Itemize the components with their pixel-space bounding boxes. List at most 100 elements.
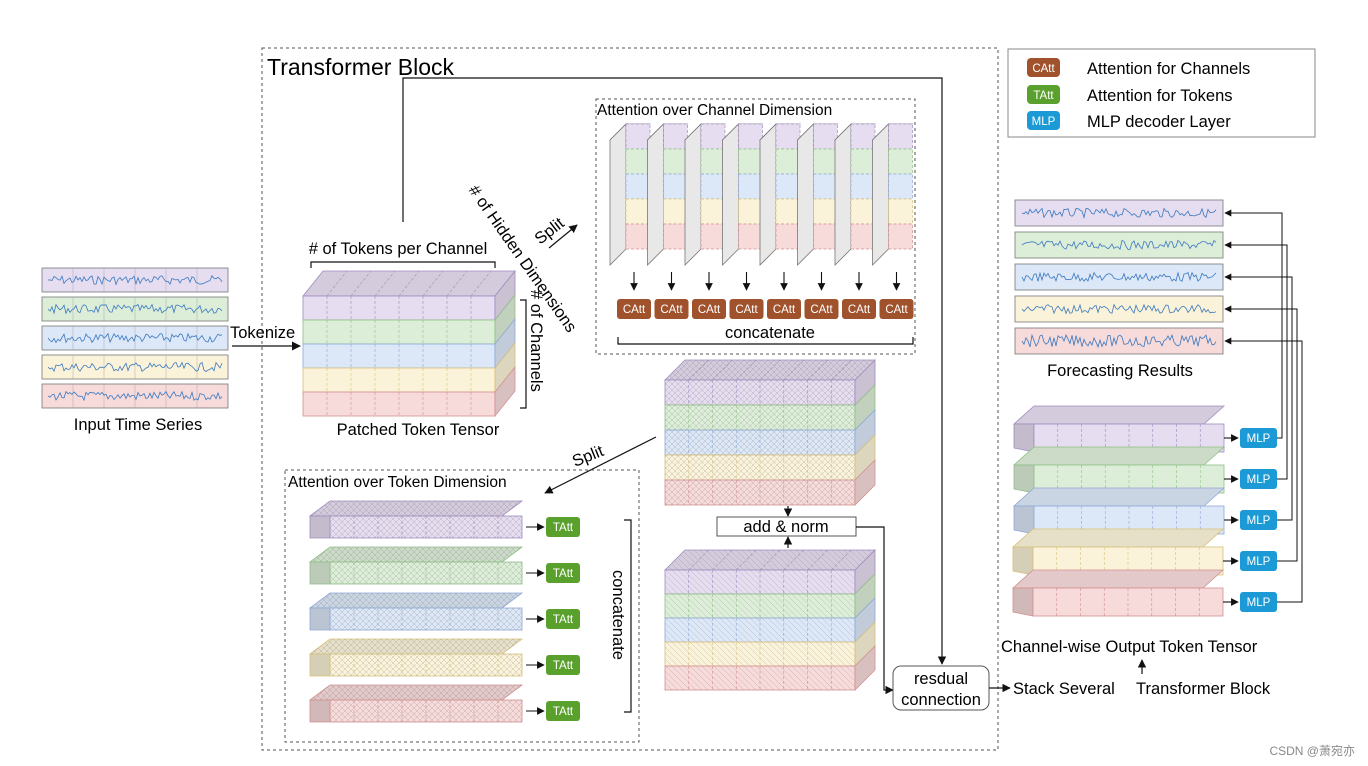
transformer-block-repeat-label: Transformer Block — [1136, 680, 1271, 698]
catt-badge — [879, 299, 914, 319]
mlp-to-forecast-connector — [1224, 209, 1283, 439]
channel-slice-side — [759, 123, 777, 266]
channel-slice-cell — [813, 198, 838, 225]
tatt-badge — [546, 701, 580, 721]
patched-tensor-top-divider — [470, 270, 492, 297]
channel-slice-cell — [775, 223, 801, 250]
channel-slice-cell — [625, 223, 651, 250]
token-slice-top-hatch — [310, 639, 522, 654]
catt-badge-text: CAtt — [773, 304, 796, 316]
channel-slice-side — [872, 123, 889, 266]
legend-mlp-label: MLP decoder Layer — [1087, 113, 1231, 131]
forecast-row — [1014, 327, 1224, 355]
residual-route — [402, 77, 947, 665]
output-tensor-side — [1013, 505, 1035, 535]
token-attended-tensor — [664, 549, 876, 691]
channel-slice-cell — [700, 223, 726, 250]
split-top-arrow — [548, 224, 578, 249]
tokens-per-channel-bracket — [310, 261, 496, 268]
catt-badge-text: CAtt — [698, 304, 721, 316]
residual-line2: connection — [901, 691, 981, 709]
channel-slice-cell — [813, 148, 838, 175]
tatt-badge — [546, 655, 580, 675]
legend-catt-badge-text: CAtt — [1032, 63, 1055, 75]
forecast-line — [1021, 271, 1217, 282]
channel-attention-frame — [595, 98, 916, 355]
token-slice-top-hatch — [310, 685, 522, 700]
catt-badge — [767, 299, 801, 319]
catt-badge-text: CAtt — [848, 304, 871, 316]
channel-slice-cell — [738, 148, 763, 175]
output-tensor-side — [1012, 587, 1034, 617]
catt-badge-text: CAtt — [885, 304, 908, 316]
concatenated-tensor — [664, 359, 876, 506]
channel-slice-cell — [775, 173, 801, 200]
token-attention-title: Attention over Token Dimension — [288, 474, 507, 491]
patched-tensor-top-divider — [446, 270, 468, 297]
forecast-line — [1021, 303, 1217, 315]
channel-slice-cell — [775, 198, 801, 225]
channel-attention-title: Attention over Channel Dimension — [597, 102, 832, 119]
input-series-line — [47, 361, 223, 373]
channel-slice-cell — [738, 123, 763, 150]
concatenate-top-label: concatenate — [725, 324, 815, 342]
split-top-label: Split — [531, 214, 568, 248]
catt-badge-text: CAtt — [735, 304, 758, 316]
mid-tensor-side — [854, 459, 876, 506]
channel-slice-cell — [888, 148, 913, 175]
mlp-badge-text: MLP — [1247, 556, 1271, 568]
stack-several-label: Stack Several — [1013, 680, 1115, 698]
token-slice-side — [309, 561, 331, 585]
legend-catt-label: Attention for Channels — [1087, 60, 1250, 78]
patched-tensor-top-divider — [350, 270, 372, 297]
catt-badge — [692, 299, 726, 319]
channel-slice-cell — [850, 198, 876, 225]
mlp-badge — [1240, 551, 1277, 571]
channel-slice-cell — [663, 123, 688, 150]
channel-slice-side — [684, 123, 702, 266]
channel-slice-cell — [663, 148, 688, 175]
channel-slice-side — [647, 123, 664, 266]
patched-tensor-top-divider — [398, 270, 420, 297]
mlp-badge-text: MLP — [1247, 515, 1271, 527]
channel-slice-cell — [700, 173, 726, 200]
channel-slice-cell — [813, 173, 838, 200]
legend-tatt-badge-text: TAtt — [1033, 90, 1054, 102]
low-tensor-side — [854, 645, 876, 691]
concatenate-side-bracket — [624, 519, 632, 713]
channel-slice-cell — [663, 198, 688, 225]
channel-slice-cell — [850, 223, 876, 250]
channels-label: # of Channels — [527, 290, 545, 392]
input-series-line — [47, 274, 223, 286]
catt-badge — [842, 299, 876, 319]
channel-slice-cell — [663, 223, 688, 250]
mlp-badge — [1240, 510, 1277, 530]
forecast-row — [1014, 199, 1224, 227]
channel-slice-cell — [850, 148, 876, 175]
channel-slice-side — [797, 123, 814, 266]
catt-badge — [804, 299, 839, 319]
catt-badge — [654, 299, 689, 319]
tatt-badge-text: TAtt — [553, 522, 574, 534]
token-slice-side — [309, 607, 331, 631]
mlp-badge-text: MLP — [1247, 597, 1271, 609]
legend-mlp-badge-text: MLP — [1032, 116, 1056, 128]
channel-slice-cell — [625, 173, 651, 200]
transformer-block-frame — [261, 47, 999, 751]
token-slice-side — [309, 653, 331, 677]
channel-slice-cell — [888, 123, 913, 150]
patched-tensor-top-divider — [326, 270, 348, 297]
mlp-to-forecast-connector — [1224, 241, 1288, 480]
token-slice-top-hatch — [310, 501, 522, 516]
channel-slice-cell — [888, 223, 913, 250]
token-slice-side — [309, 699, 331, 723]
residual-line1: resdual — [914, 670, 968, 688]
channel-slice-cell — [700, 198, 726, 225]
channel-slice-cell — [625, 148, 651, 175]
input-time-series — [41, 267, 229, 409]
channel-slice-cell — [850, 123, 876, 150]
input-series-line — [47, 332, 223, 344]
channel-slice-cell — [850, 173, 876, 200]
channel-slice-cell — [813, 123, 838, 150]
